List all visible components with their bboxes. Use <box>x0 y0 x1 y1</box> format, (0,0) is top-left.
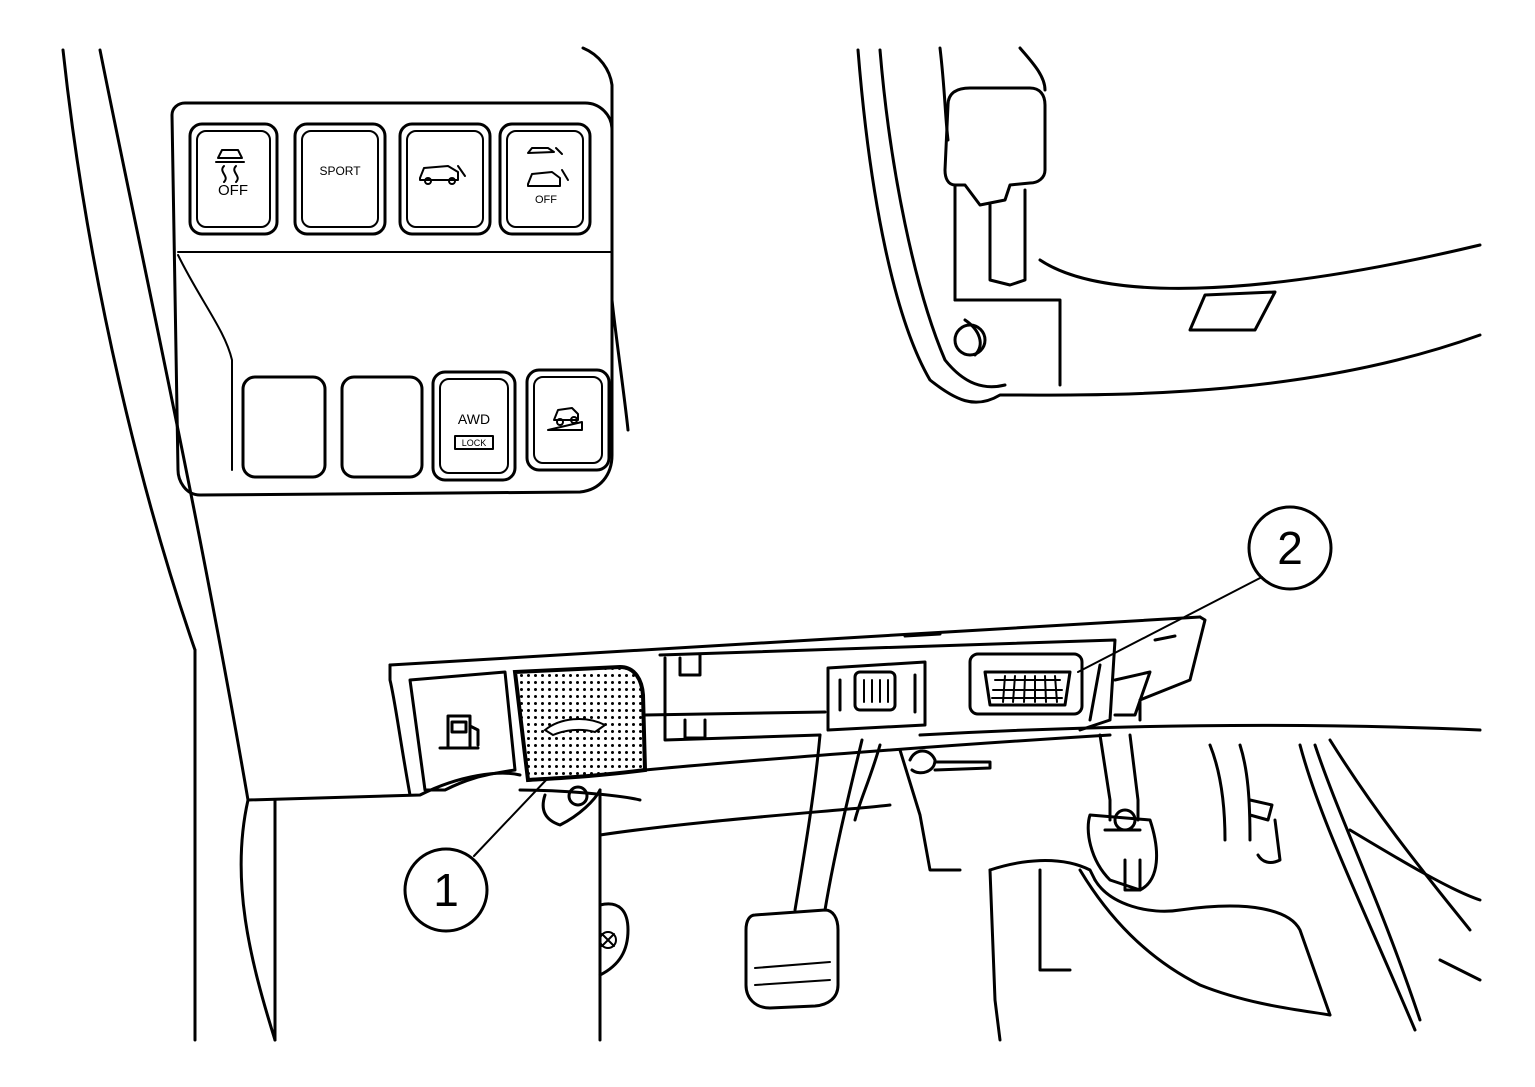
brake-pedal <box>744 733 882 1010</box>
liftgate-car-icon <box>527 147 569 187</box>
callout-1-number: 1 <box>433 864 459 916</box>
liftgate-off-label: OFF <box>535 194 557 206</box>
hood-release-lever[interactable] <box>512 664 648 783</box>
vdc-off-switch[interactable]: OFF <box>188 122 279 236</box>
liftgate-off-switch[interactable]: OFF <box>498 122 592 236</box>
callout-1: 1 <box>403 777 549 933</box>
skid-car-icon <box>215 149 245 183</box>
body-connector <box>826 660 927 732</box>
blank-switch-2 <box>340 375 424 479</box>
fuel-pump-icon <box>438 714 480 750</box>
lock-label: LOCK <box>462 438 487 448</box>
callout-2-number: 2 <box>1277 522 1303 574</box>
liftgate-car-icon <box>419 165 466 185</box>
lower-right-structure <box>898 738 1482 1042</box>
hill-descent-switch[interactable] <box>525 368 611 472</box>
sport-label: SPORT <box>319 164 361 178</box>
awd-label: AWD <box>458 411 490 427</box>
power-liftgate-switch[interactable] <box>398 122 492 236</box>
sport-mode-switch[interactable]: SPORT <box>293 122 387 236</box>
steering-shaft <box>1086 733 1182 913</box>
callout-2: 2 <box>1077 505 1333 673</box>
switch-panel: OFF SPORT OFF <box>170 101 614 497</box>
car-hood-icon <box>543 718 607 737</box>
lower-dash <box>273 615 1482 1042</box>
awd-lock-switch[interactable]: AWD LOCK <box>431 370 517 482</box>
blank-switch-1 <box>241 375 327 479</box>
data-link-connector <box>968 652 1084 716</box>
steering-column <box>856 46 1482 404</box>
fuel-filler-release[interactable] <box>438 714 480 750</box>
hill-descent-icon <box>547 407 583 431</box>
vdc-off-label: OFF <box>218 182 248 199</box>
